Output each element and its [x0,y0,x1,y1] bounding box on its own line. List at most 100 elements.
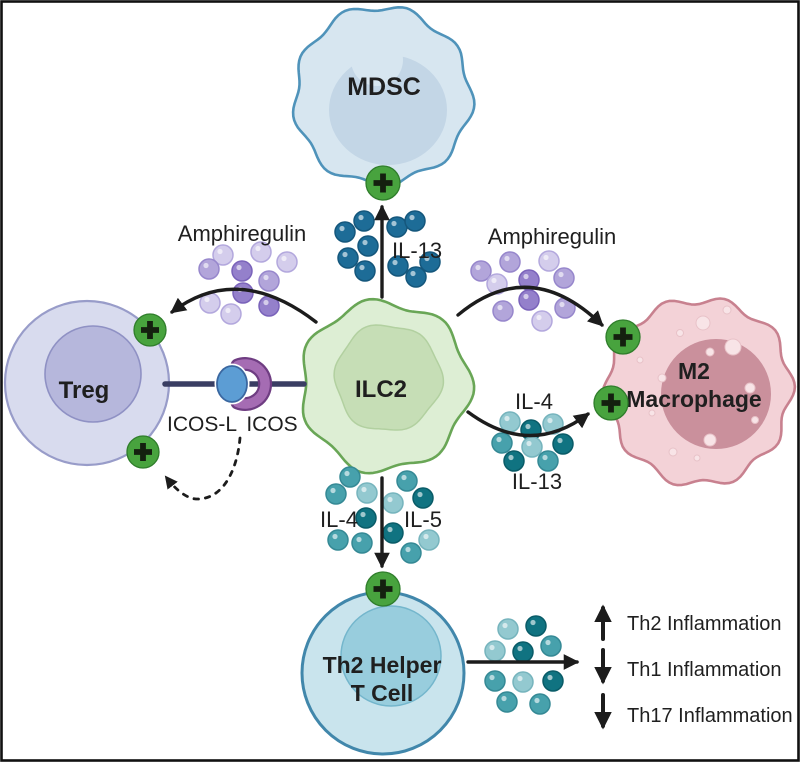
molecule-dot-highlight [203,262,209,269]
molecule-dot [512,641,534,663]
molecule-dot [400,542,422,564]
th2-label-line1: Th2 Helper [323,652,442,678]
molecule-dot-highlight [489,644,495,651]
plus-icon-mdsc [365,165,401,201]
m2-label-line1: M2 [678,358,710,384]
molecule-dot [529,693,551,715]
plus-icon-m2-bottom [593,385,629,421]
molecule-dot [258,270,280,292]
molecule-dot [521,436,543,458]
cell-th2-helper: Th2 Helper T Cell [300,590,466,756]
th1-inflammation-label: Th1 Inflammation [627,659,782,681]
ilc2-nucleus [333,324,445,431]
m2-vesicle [722,305,732,315]
molecule-cluster-amphiregulin-left [198,241,298,325]
molecule-dot [351,532,373,554]
icosl-label: ICOS-L [167,413,237,436]
amphiregulin-left-label: Amphiregulin [178,221,306,246]
molecule-dot [553,267,575,289]
ilc2-label: ILC2 [355,376,407,403]
il13-right-label: IL-13 [512,469,562,494]
molecule-dot [518,289,540,311]
molecule-dot [538,250,560,272]
molecule-dot-highlight [502,622,508,629]
m2-vesicle [724,338,742,356]
m2-vesicle [695,315,711,331]
molecule-dot [325,483,347,505]
molecule-dot [484,670,506,692]
molecule-dot-highlight [344,470,350,477]
cell-treg: Treg [3,299,171,467]
molecule-dot-highlight [504,415,510,422]
mdsc-nucleus-notch [351,34,403,86]
molecule-dot [525,615,547,637]
molecule-dot [382,492,404,514]
cell-m2-macrophage: M2 Macrophage [601,297,797,487]
molecule-dot [356,482,378,504]
molecule-dot-highlight [387,496,393,503]
molecule-dot [537,450,559,472]
th2-inflammation-label: Th2 Inflammation [627,613,782,635]
molecule-dot-highlight [545,639,551,646]
molecule-dot [327,529,349,551]
molecule-dot-highlight [559,301,565,308]
molecule-dot [276,251,298,273]
molecule-dot-highlight [543,254,549,261]
molecule-dot-highlight [401,474,407,481]
molecule-dot [355,507,377,529]
molecule-dot-highlight [405,546,411,553]
m2-nucleus [661,339,771,449]
th2-label-line2: T Cell [351,680,414,706]
molecule-dot [540,635,562,657]
molecule-dots [198,210,576,715]
mdsc-nucleus [329,55,447,165]
molecule-dot-highlight [530,619,536,626]
molecule-dot [491,432,513,454]
icos-receptor [232,359,270,409]
il4-right-label: IL-4 [515,389,553,414]
il5-bottom-label: IL-5 [404,507,442,532]
molecule-dot-highlight [330,487,336,494]
molecule-dot [499,411,521,433]
m2-vesicle [693,454,701,462]
molecule-dot-highlight [525,423,531,430]
th17-inflammation-label: Th17 Inflammation [627,705,793,727]
molecule-dot-highlight [534,697,540,704]
arrow-ilc2-to-m2-top [456,285,604,327]
molecule-cluster-il4-il13-right [491,411,574,472]
molecule-dot [334,221,356,243]
m2-vesicle [636,356,644,364]
molecule-dot-highlight [410,270,416,277]
molecule-dot [484,640,506,662]
molecule-cluster-il4-il5-bottom [325,466,440,564]
molecule-dot-highlight [526,440,532,447]
il4-bottom-label: IL-4 [320,507,358,532]
molecule-dot-highlight [409,214,415,221]
molecule-dot [198,258,220,280]
molecule-dot-highlight [517,645,523,652]
molecule-dot-highlight [217,248,223,255]
molecule-dot-highlight [523,273,529,280]
molecule-dot [497,618,519,640]
m2-vesicle [676,329,684,337]
m2-vesicle [657,373,667,383]
molecule-dot-highlight [263,299,269,306]
molecule-dot [357,235,379,257]
treg-label: Treg [59,377,110,404]
molecule-dot-highlight [547,674,553,681]
cytokine-labels: Amphiregulin Amphiregulin IL-13 IL-4 IL-… [178,221,616,532]
molecule-dot [232,282,254,304]
molecule-dot-highlight [417,491,423,498]
molecule-dot-highlight [387,526,393,533]
molecule-dot-highlight [342,251,348,258]
molecule-dot [499,251,521,273]
amphiregulin-right-label: Amphiregulin [488,224,616,249]
molecule-cluster-il13-top [334,210,441,288]
molecule-dot-highlight [263,274,269,281]
molecule-dot [531,310,553,332]
molecule-dot-highlight [391,220,397,227]
molecule-dot [412,487,434,509]
molecule-dot-highlight [360,511,366,518]
molecule-dot [404,210,426,232]
